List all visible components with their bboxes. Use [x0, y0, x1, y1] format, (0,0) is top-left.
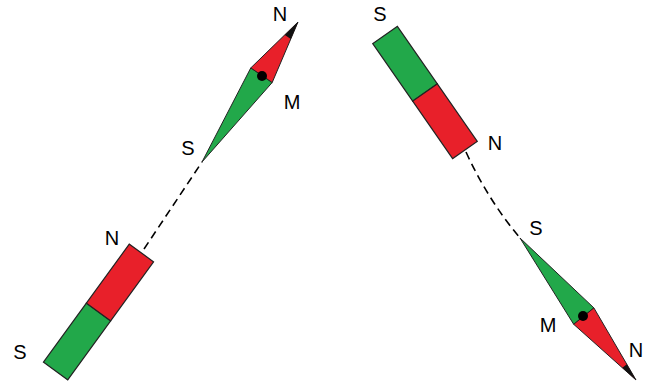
pole-label: N	[105, 228, 119, 248]
bar-magnet	[43, 244, 153, 380]
pole-label: S	[529, 218, 542, 238]
pole-label: N	[273, 4, 287, 24]
compass-needle	[202, 22, 298, 162]
bar-magnet	[373, 26, 478, 158]
pole-label: N	[629, 340, 643, 360]
pivot-label: M	[284, 92, 301, 112]
pivot-label: M	[540, 315, 557, 335]
compass-needle	[520, 238, 636, 380]
pole-label: S	[181, 138, 194, 158]
dashed-line	[144, 162, 202, 249]
pole-label: N	[488, 133, 502, 153]
pole-label: S	[13, 342, 26, 362]
pole-label: S	[373, 4, 386, 24]
dashed-line	[466, 152, 520, 238]
